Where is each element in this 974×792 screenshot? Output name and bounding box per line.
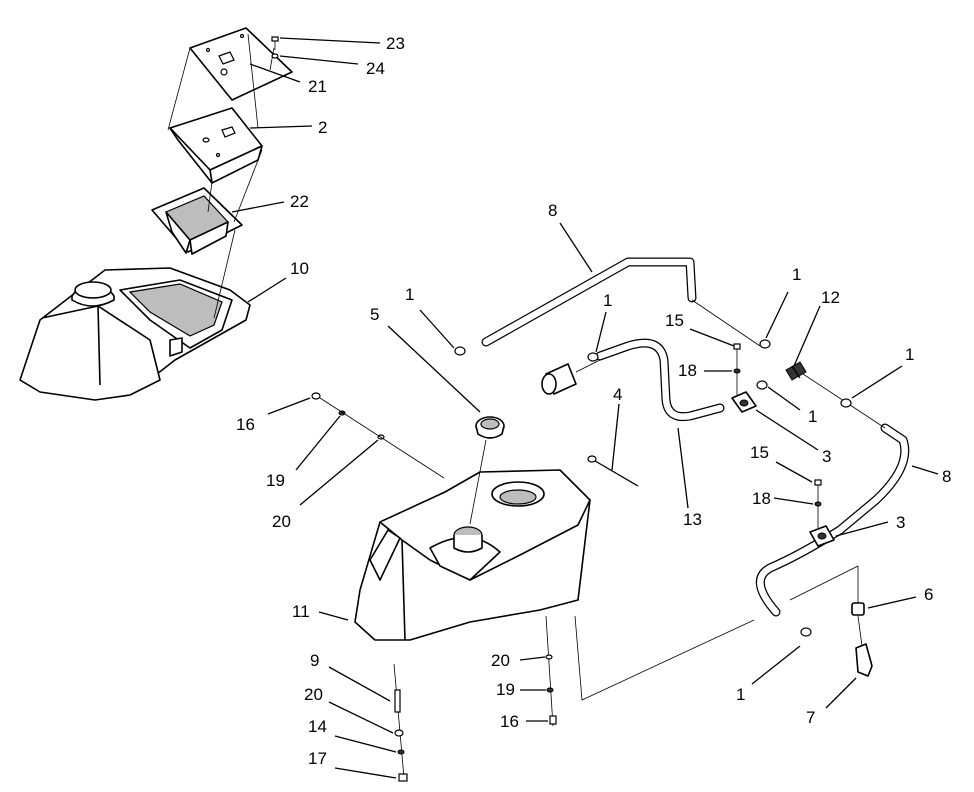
cover-plate xyxy=(189,27,293,101)
shutoff-valve xyxy=(855,615,873,677)
callout-labels: 23 24 21 2 22 10 8 1 1 1 12 1 5 15 18 1 … xyxy=(236,34,951,768)
callout-9: 9 xyxy=(310,651,319,670)
leader-lines xyxy=(231,37,939,779)
body-shroud xyxy=(19,267,251,401)
callout-19-left: 19 xyxy=(266,471,285,490)
hose-clamp-1b xyxy=(587,352,599,362)
callout-13: 13 xyxy=(683,510,702,529)
assembly-line-left-fasteners xyxy=(319,397,445,479)
callout-3-upper: 3 xyxy=(822,447,831,466)
callout-18-lower: 18 xyxy=(752,489,771,508)
callout-2: 2 xyxy=(318,118,327,137)
callout-1-upper-right: 1 xyxy=(792,265,801,284)
callout-1-filter: 1 xyxy=(603,291,612,310)
callout-12: 12 xyxy=(821,288,840,307)
tee-fitting xyxy=(785,361,807,381)
screw-23 xyxy=(271,36,279,50)
cable-tie xyxy=(587,455,639,487)
callout-22: 22 xyxy=(290,192,309,211)
washer-20b xyxy=(394,729,404,737)
fuel-line-hose xyxy=(481,257,910,617)
p-clamp-upper xyxy=(731,391,757,413)
callout-1-right: 1 xyxy=(905,345,914,364)
callout-24: 24 xyxy=(366,59,385,78)
hose-clamp-1a xyxy=(454,346,466,356)
nut-17 xyxy=(398,773,408,782)
callout-19-bottom: 19 xyxy=(496,680,515,699)
assembly-line-tank-valve xyxy=(574,565,859,701)
callout-4: 4 xyxy=(613,385,622,404)
lockwasher-14 xyxy=(397,749,405,755)
callout-20-left: 20 xyxy=(272,512,291,531)
nut-18a xyxy=(733,368,741,374)
stud-9 xyxy=(394,689,401,713)
lockwasher-19b xyxy=(546,687,554,693)
callout-16-bottom: 16 xyxy=(500,712,519,731)
assembly-line-bottom-center xyxy=(545,615,554,727)
callout-3-lower: 3 xyxy=(896,513,905,532)
p-clamp-lower xyxy=(809,525,835,547)
callout-10: 10 xyxy=(290,259,309,278)
callout-8-upper: 8 xyxy=(548,201,557,220)
callout-7: 7 xyxy=(806,708,815,727)
bushing xyxy=(851,566,865,616)
assembly-lines-upper xyxy=(167,33,275,319)
lockwasher-19a xyxy=(338,410,346,416)
hose-clamp-1c xyxy=(759,339,771,349)
callout-1-bottom: 1 xyxy=(736,685,745,704)
washer-20c xyxy=(545,654,553,660)
callout-14: 14 xyxy=(308,717,327,736)
callout-1-center: 1 xyxy=(808,407,817,426)
callout-21: 21 xyxy=(308,77,327,96)
hose-clamp-1f xyxy=(800,627,812,637)
callout-5: 5 xyxy=(370,305,379,324)
callout-1-left: 1 xyxy=(405,285,414,304)
hose-clamp-1d xyxy=(840,398,852,408)
callout-18-upper: 18 xyxy=(678,361,697,380)
assembly-line-bottom-left xyxy=(393,663,405,779)
fuel-filter xyxy=(541,338,725,422)
hose-clamp-1e xyxy=(756,380,768,390)
screw-16b xyxy=(549,715,557,725)
callout-20-bottom: 20 xyxy=(491,651,510,670)
callout-16-left: 16 xyxy=(236,415,255,434)
screw-16a xyxy=(311,392,321,400)
washer-24 xyxy=(271,53,279,59)
callout-11: 11 xyxy=(292,602,310,621)
callout-15-upper: 15 xyxy=(665,311,684,330)
console-panel xyxy=(169,107,263,184)
callout-20-stack: 20 xyxy=(304,685,323,704)
fuel-tank xyxy=(354,469,591,641)
storage-pocket xyxy=(151,187,243,255)
callout-6: 6 xyxy=(924,585,933,604)
callout-17: 17 xyxy=(308,749,327,768)
callout-15-lower: 15 xyxy=(750,443,769,462)
callout-8-right: 8 xyxy=(942,467,951,486)
fuel-cap xyxy=(469,416,505,525)
callout-23: 23 xyxy=(386,34,405,53)
nut-18b xyxy=(814,501,822,507)
